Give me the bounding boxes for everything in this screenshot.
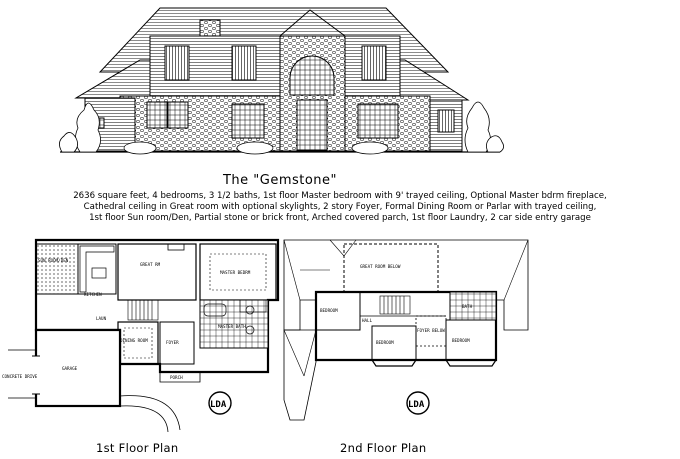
label-dining: DINING ROOM (120, 338, 148, 343)
foyer-below-area (415, 315, 447, 347)
label-great-room: GREAT RM (140, 262, 161, 267)
garage-area (34, 328, 122, 408)
first-floor-caption: 1st Floor Plan (96, 441, 179, 455)
label-foyer-below: FOYER BELOW (417, 328, 445, 333)
driveway-curve (8, 349, 36, 399)
master-bath-area (199, 299, 269, 349)
label-master-bath: MASTER BATH (218, 324, 246, 329)
kitchen-area (77, 243, 117, 295)
lower-window-2 (167, 101, 189, 129)
logo-second-floor: LDA (406, 391, 430, 415)
stair-1f (127, 299, 159, 321)
stair-2f (379, 295, 411, 315)
bedroom-a-area (315, 291, 361, 331)
wing-window (437, 109, 455, 133)
second-floor-plan (283, 239, 529, 421)
plan-description: 2636 square feet, 4 bedrooms, 3 1/2 bath… (0, 191, 680, 225)
lower-window-4 (357, 103, 399, 139)
logo-first-floor: LDA (208, 391, 232, 415)
lower-window-1 (146, 101, 168, 129)
front-door (296, 99, 328, 151)
label-garage: GARAGE (62, 366, 78, 371)
first-floor-plan (8, 238, 280, 433)
foyer-area (159, 321, 195, 365)
label-sunroom: SUN ROOM/DEN (38, 258, 69, 263)
upper-window-3 (361, 45, 387, 81)
label-driveway: CONCRETE DRIVE (2, 374, 38, 379)
label-bath-2f: BATH (462, 304, 473, 309)
bath-2f-area (449, 291, 497, 321)
shrub-left (59, 102, 101, 153)
label-master: MASTER BEDRM (220, 270, 251, 275)
lower-window-3 (231, 103, 265, 139)
porch (159, 371, 201, 383)
shrubs-front (123, 141, 389, 155)
logo-second-floor-text: LDA (408, 400, 425, 410)
logo-first-floor-text: LDA (210, 400, 227, 410)
walkway-curve (119, 395, 181, 431)
upper-window-2 (231, 45, 257, 81)
label-bedroom-b: BEDROOM (376, 340, 394, 345)
upper-window-1 (164, 45, 190, 81)
plan-title: The "Gemstone" (222, 173, 338, 188)
description-line-3: 1st floor Sun room/Den, Partial stone or… (89, 213, 591, 224)
label-porch: PORCH (170, 375, 183, 380)
label-kitchen: KITCHEN (84, 292, 102, 297)
label-hall: HALL (362, 318, 373, 323)
shrub-right (464, 101, 504, 153)
arched-transom (289, 55, 335, 96)
description-line-1: 2636 square feet, 4 bedrooms, 3 1/2 bath… (73, 191, 607, 201)
floor-plans-drawing: SUN ROOM/DEN KITCHEN GREAT RM MASTER BED… (2, 238, 529, 433)
label-bedroom-c: BEDROOM (452, 338, 470, 343)
front-elevation-drawing (59, 7, 504, 155)
open-below-area (343, 243, 439, 293)
description-line-2: Cathedral ceiling in Great room with opt… (83, 202, 597, 213)
label-bedroom-a: BEDROOM (320, 308, 338, 313)
label-foyer: FOYER (166, 340, 179, 345)
sunroom-area (35, 243, 79, 295)
second-floor-caption: 2nd Floor Plan (340, 441, 427, 455)
label-open-below: GREAT ROOM BELOW (360, 264, 401, 269)
label-laundry: LAUN (96, 316, 107, 321)
porch-roof-below (283, 329, 317, 421)
